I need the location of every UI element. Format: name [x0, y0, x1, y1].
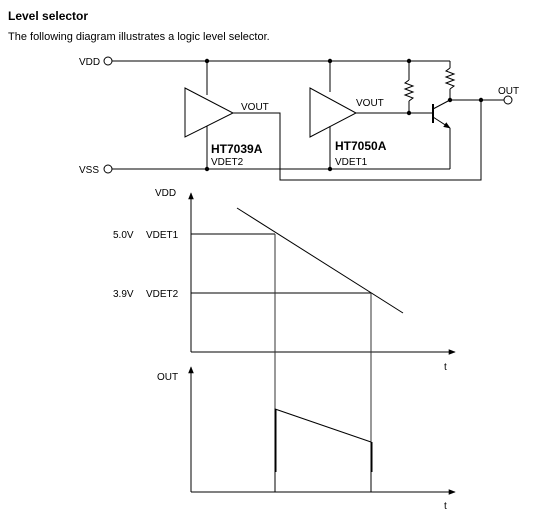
ic2-name: HT7050A: [335, 139, 387, 153]
intro-text: The following diagram illustrates a logi…: [8, 31, 270, 43]
out-terminal: [503, 95, 513, 105]
out-axis-xlabel: t: [444, 501, 447, 512]
out-label: OUT: [498, 86, 519, 97]
section-heading: Level selector: [8, 9, 89, 23]
vdd-timing-chart: VDD t 5.0V VDET1 3.9V VDET2: [113, 188, 456, 373]
collector-pullup-resistor: [444, 67, 456, 90]
vdd-label: VDD: [79, 57, 100, 68]
vdd-falling-line: [236, 207, 404, 314]
ht7039a-buffer: [184, 87, 235, 138]
ic1-vdet-label: VDET2: [211, 157, 244, 168]
ic1-name: HT7039A: [211, 142, 263, 156]
vss-label: VSS: [79, 165, 99, 176]
ic1-vout-label: VOUT: [241, 102, 269, 113]
circuit: VDD VSS VOUT HT7039A VDET2 VOUT HT7050A …: [79, 56, 519, 181]
ht7050a-buffer: [309, 87, 358, 138]
vdet2-value-label: 3.9V: [113, 289, 134, 300]
vdet1-name-label: VDET1: [146, 230, 179, 241]
ic2-vdet-label: VDET1: [335, 157, 368, 168]
out-timing-chart: OUT t: [157, 352, 456, 512]
vdet2-name-label: VDET2: [146, 289, 179, 300]
base-pullup-resistor: [403, 79, 415, 102]
ic1-output-wire: [233, 100, 482, 181]
vdd-axis-xlabel: t: [444, 362, 447, 373]
out-axis-ylabel: OUT: [157, 372, 178, 383]
out-waveform: [191, 408, 440, 493]
vdd-terminal: [103, 56, 113, 66]
vdet1-value-label: 5.0V: [113, 230, 134, 241]
vss-terminal: [103, 164, 113, 174]
ic2-vout-label: VOUT: [356, 98, 384, 109]
vdd-axis-ylabel: VDD: [155, 188, 176, 199]
